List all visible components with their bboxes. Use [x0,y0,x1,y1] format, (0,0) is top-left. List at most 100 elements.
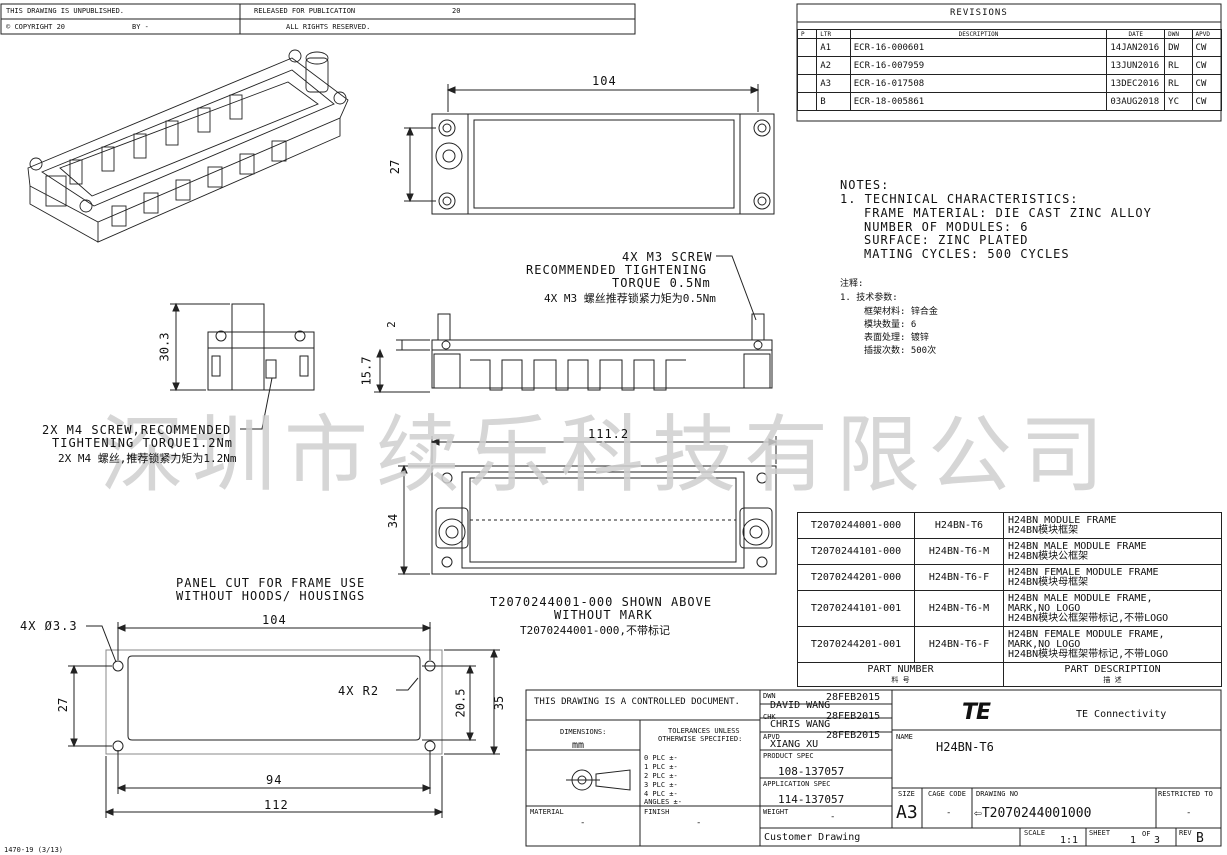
isometric-view [27,49,349,243]
revisions-header-row: P LTR DESCRIPTION DATE DWN APVD [796,29,1223,39]
part-name: H24BN-T6 [914,512,1004,539]
bottom-view [398,436,778,576]
tolerance-title-2: OTHERWISE SPECIFIED: [658,735,743,743]
sheet-label: SHEET [1089,829,1111,837]
rev-desc: ECR-16-000601 [849,38,1108,57]
dim-bottom-width: 111.2 [588,427,630,441]
callout-m3-4: 4X M3 螺丝推荐锁紧力矩为0.5Nm [544,292,716,305]
rev-apvd: CW [1191,74,1223,93]
tolerance-line: ANGLES ±- [644,798,682,806]
shown-note-1: T2070244001-000 SHOWN ABOVE [490,595,713,609]
dim-bottom-height: 34 [386,513,401,529]
weight-value: - [830,812,836,822]
cage-code-value: - [946,808,952,818]
dim-cut-94: 94 [266,773,283,787]
part-desc-line: H24BN MODULE FRAME [1008,514,1117,526]
rev-ltr: A1 [816,38,851,57]
cage-code-label: CAGE CODE [928,790,966,798]
top-view [404,84,775,215]
part-desc-line: H24BN模块公框架带标记,不带LOGO [1008,612,1169,624]
rev-hdr-dwn: DWN [1164,29,1193,39]
tolerance-title-1: TOLERANCES UNLESS [668,727,740,735]
part-number: T2070244001-000 [797,512,915,539]
rev-hdr-date: DATE [1106,29,1166,39]
part-name: H24BN-T6-F [914,626,1004,663]
shown-note-3: T2070244001-000,不带标记 [520,624,670,637]
drawing-no-label: DRAWING NO [976,790,1019,798]
note-cn-line: 框架材料: 锌合金 [864,307,938,317]
notes-cn-title: 注释: [840,279,864,289]
rights-note: ALL RIGHTS RESERVED. [286,23,371,31]
callout-m3-1: 4X M3 SCREW [622,250,713,264]
part-desc-line: MARK,NO LOGO [1008,638,1081,650]
dwn-name: DAVID WANG [770,700,831,711]
apvd-name: XIANG XU [770,739,819,750]
name-label: NAME [896,733,913,741]
sheet-total: 3 [1154,835,1161,846]
sheet-value: 1 [1130,835,1137,846]
footer-form-number: 1470-19 (3/13) [4,846,64,854]
note-line: SURFACE: ZINC PLATED [864,233,1029,247]
side-view-front [374,255,773,394]
dim-cut-104: 104 [262,613,287,627]
scale-label: SCALE [1024,829,1046,837]
dim-side-h1: 30.3 [157,332,172,362]
note-cn-line: 模块数量: 6 [864,320,917,330]
callout-m4-1: 2X M4 SCREW,RECOMMENDED [42,423,232,437]
te-logo: TE [962,700,991,725]
part-row: T2070244101-001 H24BN-T6-M H24BN MALE MO… [797,590,1222,627]
customer-drawing: Customer Drawing [764,832,861,843]
part-desc-line: H24BN模块母框架 [1008,576,1089,588]
parts-hdr-desc-cn: 描 述 [1103,675,1122,684]
dimensions-label: DIMENSIONS: [560,728,607,736]
callout-m4-2: TIGHTENING TORQUE1.2Nm [52,436,233,450]
part-row: T2070244201-001 H24BN-T6-F H24BN FEMALE … [797,626,1222,663]
rev-apvd: CW [1191,56,1223,75]
titleblock-frame [525,689,1222,847]
weight-label: WEIGHT [763,808,789,816]
note-line: FRAME MATERIAL: DIE CAST ZINC ALLOY [864,206,1152,220]
panel-cut-title-2: WITHOUT HOODS/ HOUSINGS [176,589,366,603]
note-line: NUMBER OF MODULES: 6 [864,220,1029,234]
part-row: T2070244101-000 H24BN-T6-M H24BN MALE MO… [797,538,1222,565]
finish-value: - [696,818,702,828]
arrow-icon: ⇦ [974,806,982,821]
rev-date: 14JAN2016 [1106,38,1166,57]
dim-cut-112: 112 [264,798,289,812]
note-line: 1. TECHNICAL CHARACTERISTICS: [840,192,1079,206]
size-label: SIZE [898,790,915,798]
controlled-note: THIS DRAWING IS A CONTROLLED DOCUMENT. [534,697,740,707]
note-line: MATING CYCLES: 500 CYCLES [864,247,1070,261]
note-cn-line: 1. 技术参数: [840,293,898,303]
part-desc-line: MARK,NO LOGO [1008,602,1081,614]
panel-cut-view [68,622,500,818]
dimensions-unit: mm [572,740,585,751]
rev-dwn: RL [1164,56,1193,75]
rev-hdr-ltr: LTR [816,29,851,39]
part-row: T2070244201-000 H24BN-T6-F H24BN FEMALE … [797,564,1222,591]
application-spec: 114-137057 [778,793,845,806]
revisions-title: REVISIONS [950,8,1008,18]
dim-top-width: 104 [592,74,617,88]
company-name: TE Connectivity [1076,709,1167,720]
rev-desc: ECR-18-005861 [849,92,1108,111]
watermark: 深圳市续乐科技有限公司 [100,406,1113,504]
chk-name: CHRIS WANG [770,719,831,730]
parts-hdr-pn-text: PART NUMBER [867,663,934,675]
part-name: H24BN-T6-M [914,538,1004,565]
apvd-date: 28FEB2015 [826,730,881,741]
part-number: T2070244101-001 [797,590,915,627]
tolerance-line: 4 PLC ±- [644,790,678,798]
part-number: T2070244201-000 [797,564,915,591]
rev-hdr-apvd: APVD [1191,29,1223,39]
restricted-label: RESTRICTED TO [1158,790,1213,798]
copyright-text: COPYRIGHT 20 [14,23,66,31]
